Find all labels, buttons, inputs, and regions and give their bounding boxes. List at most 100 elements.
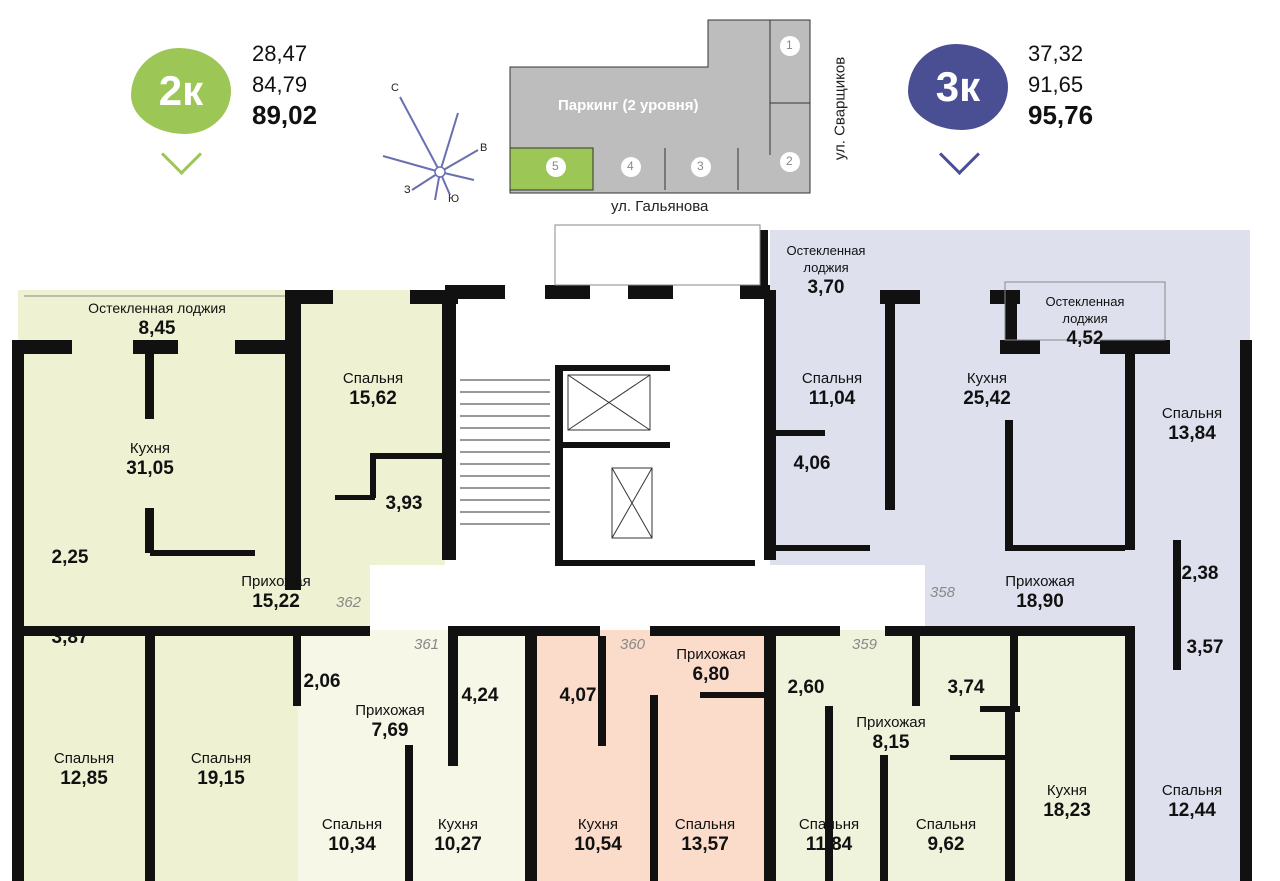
room-area: 4,06 xyxy=(793,453,831,474)
room-name: Кухня xyxy=(129,440,171,457)
room-area: 8,45 xyxy=(138,318,176,339)
apartment-number[interactable]: 362 xyxy=(336,594,362,611)
section-2[interactable]: 2 xyxy=(786,154,793,168)
apartment-number[interactable]: 358 xyxy=(930,584,956,601)
total-area: 89,02 xyxy=(252,100,318,130)
compass-east: В xyxy=(480,142,488,154)
apartment-number[interactable]: 360 xyxy=(620,636,646,653)
room-name: Кухня xyxy=(577,816,619,833)
room-loggia[interactable]: Остекленная лоджия 8,45 xyxy=(88,300,226,341)
room-area: 9,62 xyxy=(927,834,965,855)
room-area: 11,84 xyxy=(805,834,853,855)
room-name: Спальня xyxy=(801,370,863,387)
section-1[interactable]: 1 xyxy=(786,38,793,52)
section-5-active[interactable]: 5 xyxy=(552,159,559,173)
room-name: Прихожая xyxy=(241,573,311,590)
street-bottom-label: ул. Гальянова xyxy=(611,198,709,215)
room-bathroom[interactable]: 3,87 xyxy=(52,626,89,650)
room-bathroom[interactable]: 2,06 xyxy=(304,670,341,694)
apartment-number[interactable]: 361 xyxy=(414,636,440,653)
room-bathroom[interactable]: 4,24 xyxy=(462,684,499,708)
room-area: 4,52 xyxy=(1066,328,1104,349)
room-area: 10,54 xyxy=(574,834,622,855)
compass-west: З xyxy=(404,184,411,196)
room-name: Прихожая xyxy=(856,714,926,731)
room-name: Остекленная лоджия xyxy=(88,300,226,316)
room-bathroom[interactable]: 2,25 xyxy=(52,546,89,570)
room-area: 6,80 xyxy=(692,664,730,685)
room-area: 12,44 xyxy=(1168,800,1216,821)
area: 91,65 xyxy=(1028,72,1084,97)
room-bathroom[interactable]: 4,07 xyxy=(560,684,597,708)
room-name: Прихожая xyxy=(1005,573,1075,590)
apartment-type-badge-2k: 2к xyxy=(131,48,231,134)
chevron-down-icon[interactable] xyxy=(938,133,981,176)
room-area: 18,23 xyxy=(1043,800,1091,821)
room-area: 3,93 xyxy=(385,493,423,514)
compass-south: Ю xyxy=(448,193,460,205)
room-area: 2,06 xyxy=(303,671,341,692)
room-area: 13,84 xyxy=(1168,423,1216,444)
room-name: Спальня xyxy=(321,816,383,833)
chevron-down-icon[interactable] xyxy=(160,133,203,176)
room-bathroom[interactable]: 2,38 xyxy=(1182,562,1219,586)
compass-north: С xyxy=(391,82,399,94)
room-name: Спальня xyxy=(674,816,736,833)
room-bathroom[interactable]: 2,60 xyxy=(788,676,825,700)
room-area: 15,62 xyxy=(349,388,397,409)
room-area: 3,57 xyxy=(1186,637,1224,658)
parking-label: Паркинг (2 уровня) xyxy=(558,97,699,114)
room-area: 18,90 xyxy=(1016,591,1064,612)
apartment-3k-areas: 37,32 91,65 95,76 xyxy=(1028,38,1093,131)
room-area: 15,22 xyxy=(252,591,300,612)
room-area: 3,74 xyxy=(947,677,985,698)
room-name: Спальня xyxy=(915,816,977,833)
room-name: Остекленная лоджия xyxy=(1045,294,1125,326)
room-bathroom[interactable]: 3,93 xyxy=(386,492,423,516)
living-area: 28,47 xyxy=(252,41,308,66)
room-name: Спальня xyxy=(1161,782,1223,799)
room-area: 12,85 xyxy=(60,768,108,789)
room-bathroom[interactable]: 4,06 xyxy=(794,452,831,476)
room-name: Спальня xyxy=(53,750,115,767)
room-area: 2,38 xyxy=(1181,563,1219,584)
room-name: Кухня xyxy=(1046,782,1088,799)
room-bathroom[interactable]: 3,57 xyxy=(1187,636,1224,660)
room-area: 25,42 xyxy=(963,388,1011,409)
room-bathroom[interactable]: 3,74 xyxy=(948,676,985,700)
room-name: Спальня xyxy=(342,370,404,387)
section-4[interactable]: 4 xyxy=(627,159,634,173)
apartment-number[interactable]: 359 xyxy=(852,636,878,653)
total-area: 95,76 xyxy=(1028,100,1094,130)
street-right-label: ул. Сварщиков xyxy=(831,56,849,161)
room-area: 3,87 xyxy=(51,627,89,648)
living-area: 37,32 xyxy=(1028,41,1084,66)
room-area: 4,07 xyxy=(559,685,597,706)
room-area: 2,25 xyxy=(51,547,89,568)
room-area: 31,05 xyxy=(126,458,174,479)
room-name: Остекленная лоджия xyxy=(786,243,866,275)
section-3[interactable]: 3 xyxy=(697,159,704,173)
